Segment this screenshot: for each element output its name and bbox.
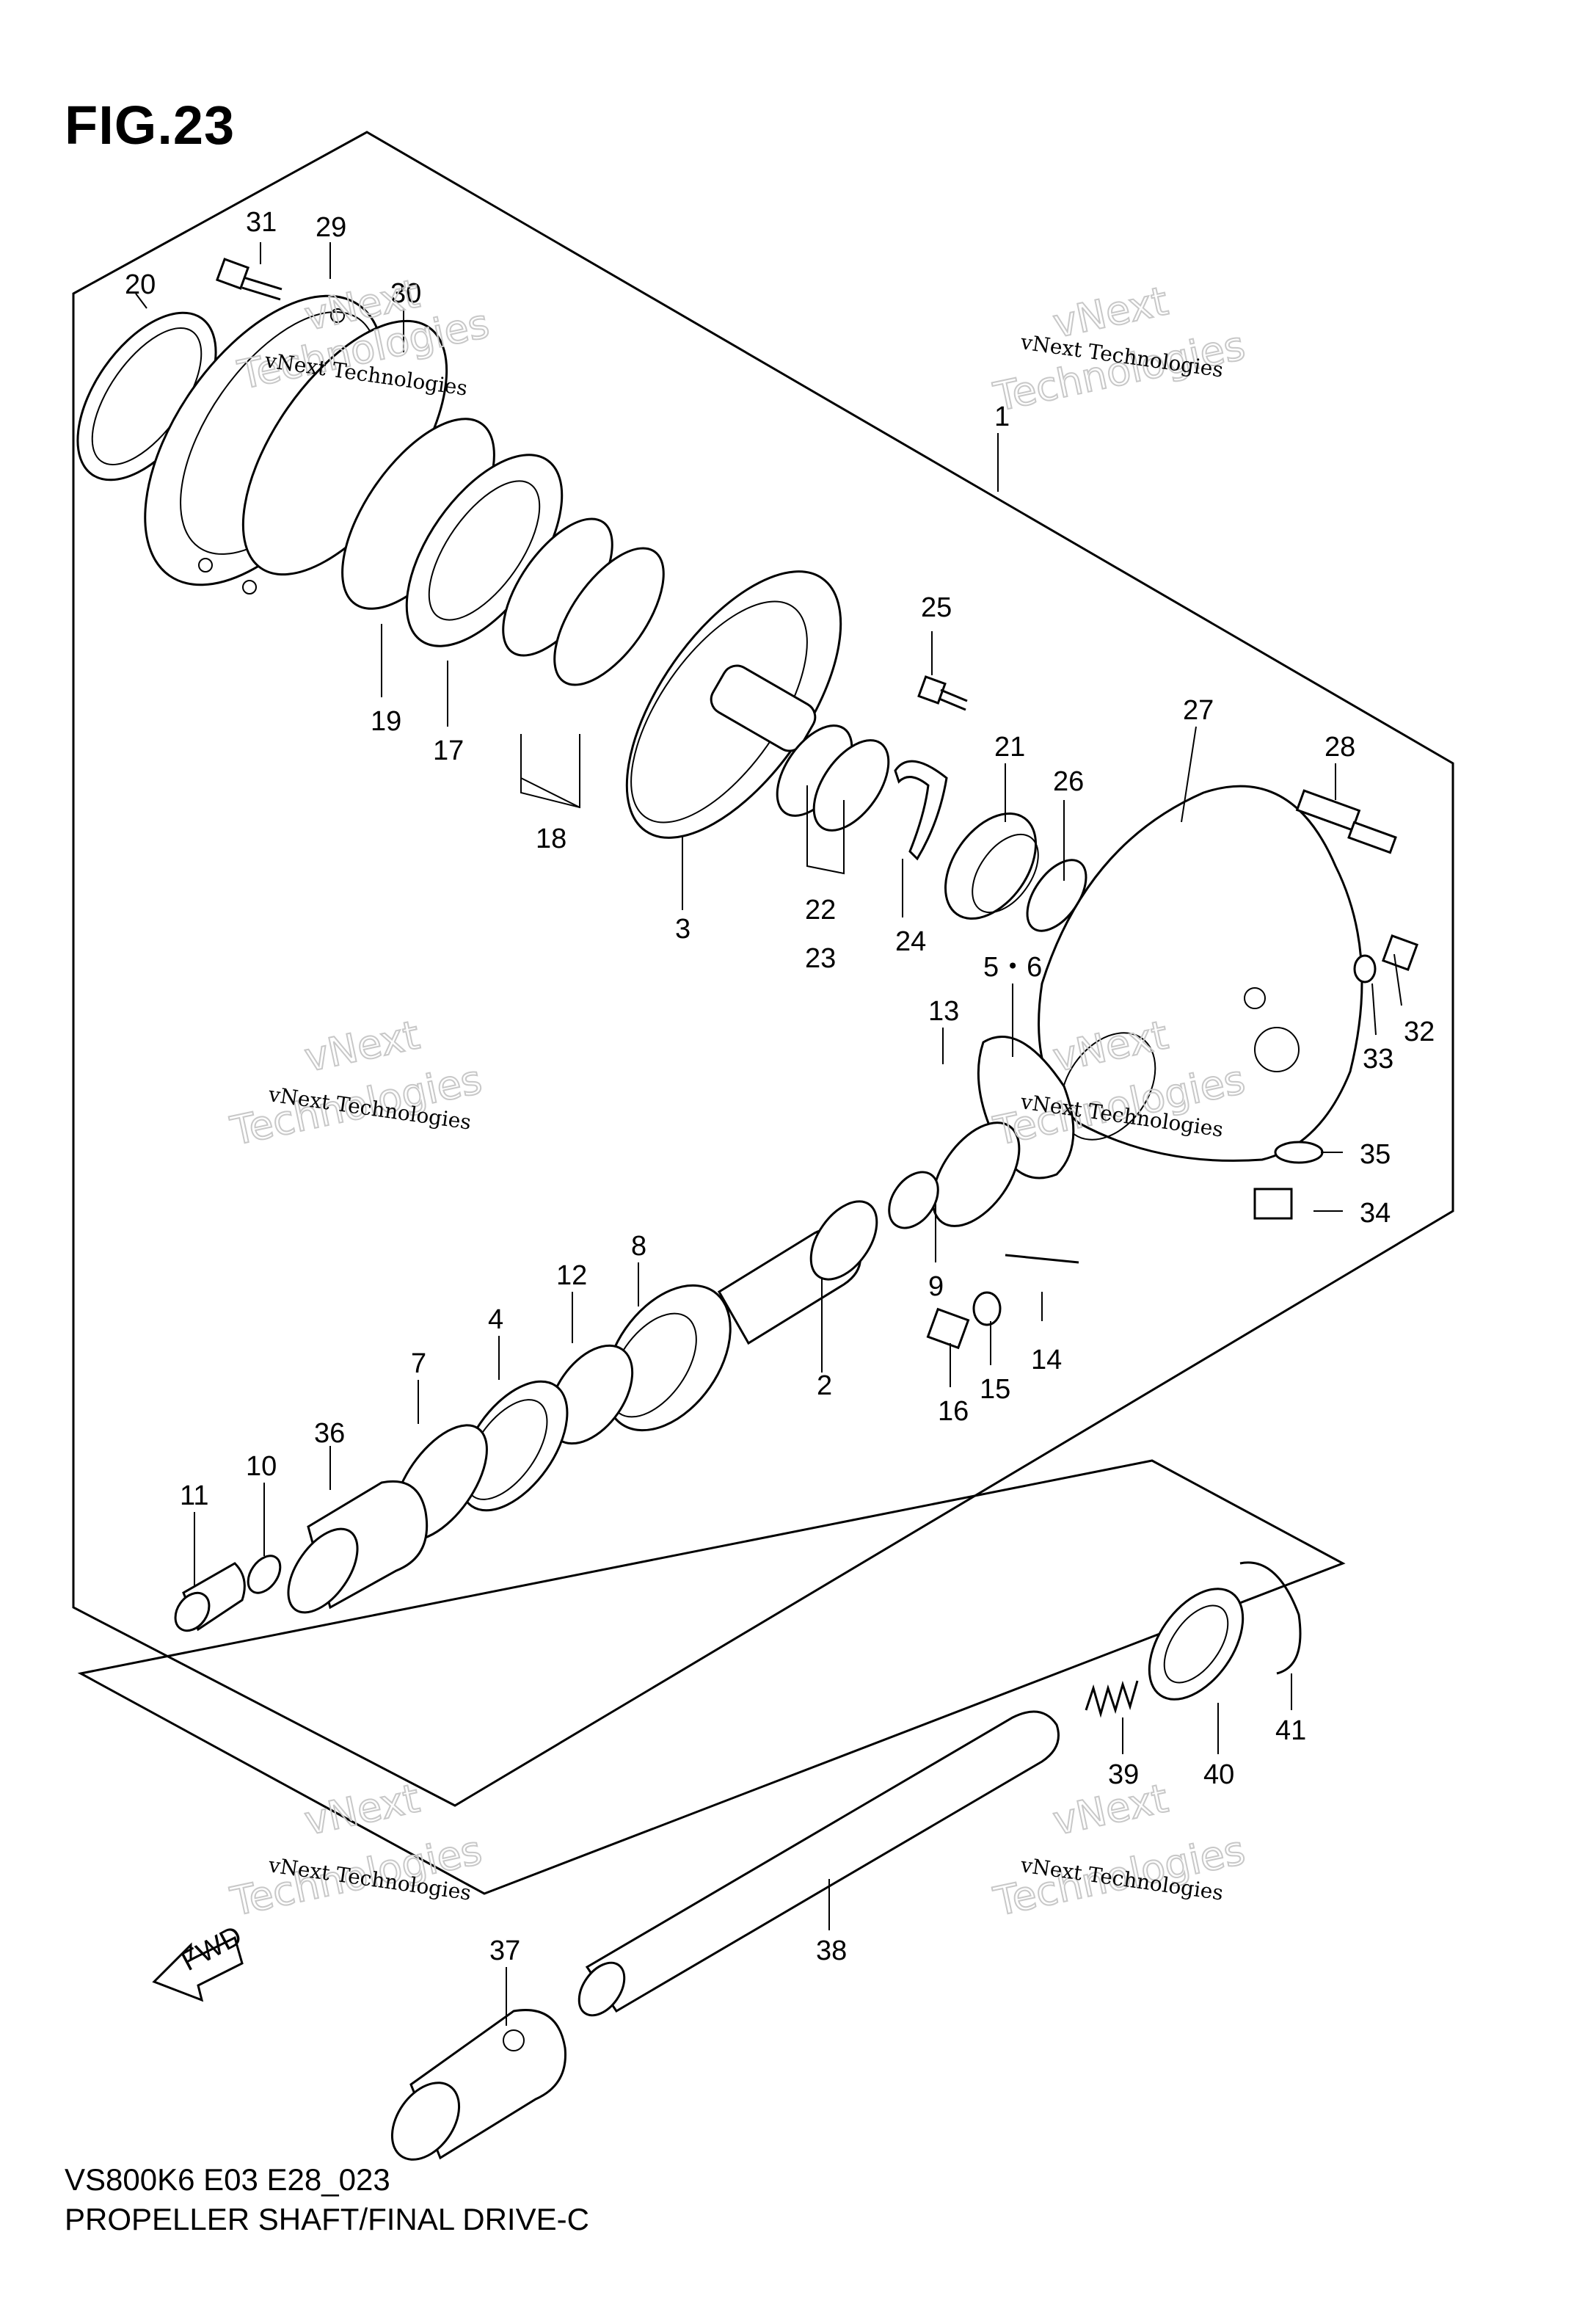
svg-text:vNext: vNext [1049,1775,1172,1844]
callout-15: 15 [980,1374,1010,1405]
svg-text:vNext: vNext [301,1775,423,1844]
diagram-code: VS800K6 E03 E28_023 [65,2162,390,2197]
callout-39: 39 [1108,1759,1139,1790]
watermark-3: vNext Technologies vNext Technologies [226,1011,487,1155]
part-37-universal-joint [390,2009,566,2161]
fwd-arrow-icon: FWD [152,1920,247,2002]
assembly-boundary [72,131,1454,1807]
callout-1: 1 [994,401,1010,432]
callout-32: 32 [1404,1017,1435,1047]
callout-37: 37 [489,1935,520,1966]
part-18-shims [502,517,665,686]
callout-31: 31 [246,207,277,238]
callout-29: 29 [316,212,346,243]
part-33-gasket [1353,954,1377,984]
callout-11: 11 [180,1480,208,1511]
watermark-5: vNext Technologies vNext Technologies [226,1774,487,1926]
part-39-spring [1085,1680,1139,1718]
callout-13: 13 [928,996,959,1027]
part-41-circlip [1239,1561,1302,1675]
part-13-shim [931,1122,1021,1227]
callout-3: 3 [675,914,690,945]
part-32-plug [1382,934,1418,971]
callout-18: 18 [536,824,566,854]
callout-21: 21 [994,732,1025,763]
part-38-propeller-shaft [577,1710,1060,2017]
part-40-seal [1148,1588,1245,1701]
callout-36: 36 [314,1418,345,1449]
callout-10: 10 [246,1451,277,1482]
callout-12: 12 [556,1260,587,1291]
watermark-2: vNext Technologies vNext Technologies [989,277,1250,421]
shaft-sub-boundary [77,1459,1346,1895]
callout-25: 25 [921,592,952,623]
part-17-bearing [405,454,564,647]
callout-23: 23 [805,943,836,974]
callout-40: 40 [1203,1759,1234,1790]
part-35-gasket [1274,1141,1324,1164]
callout-2: 2 [817,1370,832,1401]
callout-35: 35 [1360,1139,1391,1170]
callout-14: 14 [1031,1345,1062,1375]
leader-lines [135,242,1402,2026]
part-14-stud [1005,1254,1079,1264]
part-22-23-shims [776,724,890,832]
callout-28: 28 [1324,732,1355,763]
part-28-stud [1295,789,1397,854]
callout-41: 41 [1275,1715,1306,1746]
part-31-bolt [215,258,283,301]
callout-4: 4 [488,1304,503,1335]
part-16-nut [926,1307,970,1350]
part-8-bearing [604,1284,732,1432]
part-9-bearing [888,1171,939,1229]
callout-34: 34 [1360,1198,1391,1229]
callout-38: 38 [816,1935,847,1966]
part-2-drive-bevel-gear [717,1200,878,1345]
part-34-drain-plug [1253,1188,1293,1220]
callout-7: 7 [411,1348,426,1379]
callout-26: 26 [1053,766,1084,797]
part-36-coupling [287,1480,429,1614]
part-25-bolt [917,675,968,711]
callout-17: 17 [433,735,464,766]
watermark-6: vNext Technologies vNext Technologies [989,1774,1250,1926]
callout-5-6: 5・6 [983,952,1042,983]
callout-8: 8 [631,1231,646,1262]
part-15-washer [972,1291,1002,1326]
part-10-washer [247,1555,282,1594]
callout-24: 24 [895,926,926,957]
callout-27: 27 [1183,695,1214,726]
callout-9: 9 [928,1271,944,1302]
callout-labels: 1 2 3 4 5・6 7 8 9 10 11 12 13 14 15 16 1… [125,207,1435,1966]
callout-22: 22 [805,895,836,926]
part-21-bearing [944,812,1039,920]
part-24-clip [894,760,948,861]
callout-19: 19 [371,706,401,737]
callout-33: 33 [1363,1044,1393,1075]
callout-30: 30 [390,278,421,309]
diagram-name: PROPELLER SHAFT/FINAL DRIVE-C [65,2202,589,2236]
part-3-ring-gear [625,570,842,839]
part-4-bearing-retainer [459,1380,569,1512]
callout-16: 16 [938,1396,969,1427]
figure-title: FIG.23 [65,95,236,156]
part-11-nut [174,1562,246,1632]
svg-text:vNext: vNext [301,1011,423,1080]
callout-20: 20 [125,269,156,300]
